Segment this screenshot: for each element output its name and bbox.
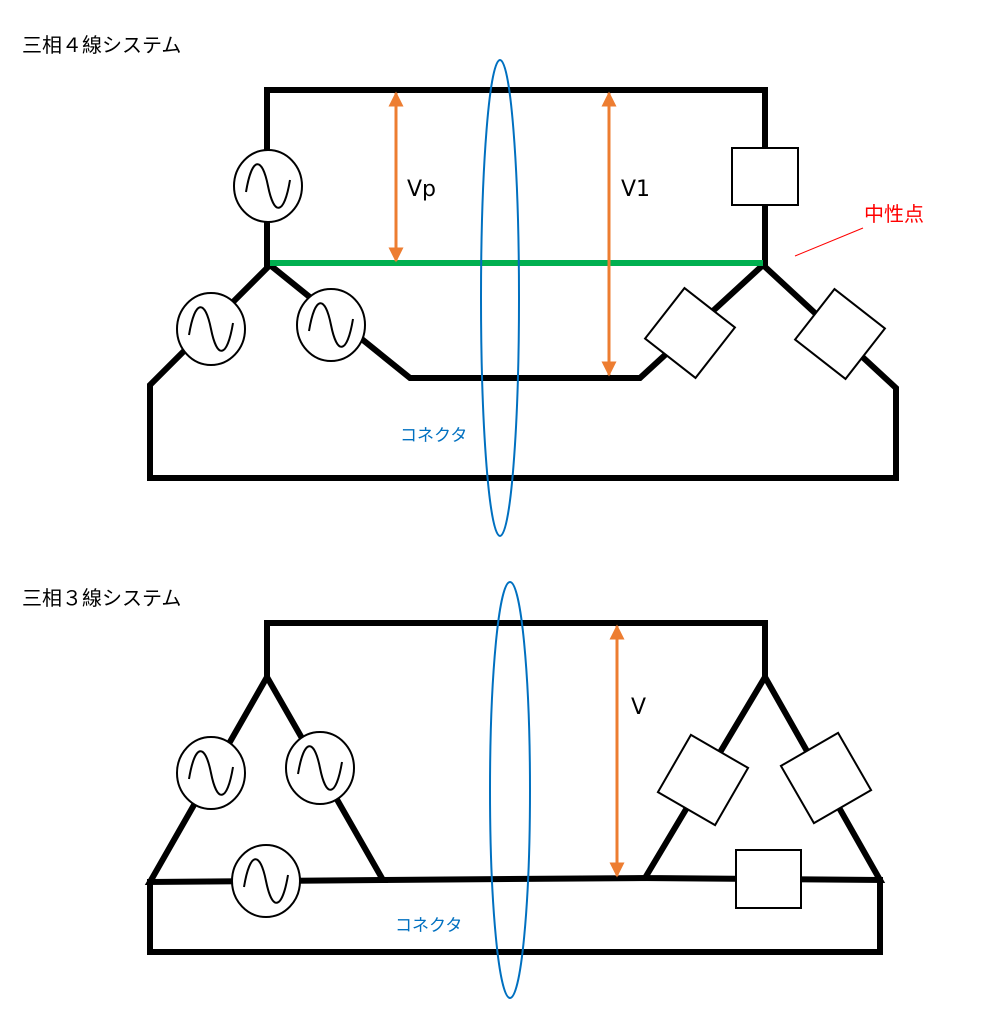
load-box [656, 733, 750, 827]
three-wire-circuit: V コネクタ [144, 581, 886, 999]
four-wire-title: 三相４線システム [22, 33, 181, 57]
neutral-point-label: 中性点 [864, 202, 924, 226]
top-line-wire [264, 620, 768, 680]
ac-source-icon [296, 288, 366, 362]
load-box [643, 286, 737, 380]
ac-source-icon [176, 736, 246, 810]
load-box [793, 287, 887, 381]
load-box [731, 147, 799, 206]
bottom-line-wire [379, 874, 649, 884]
v-label: V [631, 695, 646, 720]
connector-label: コネクタ [400, 426, 467, 446]
outer-line-wire [147, 877, 883, 955]
ac-source-icon [176, 292, 246, 366]
ac-source-icon [285, 731, 355, 805]
connector-label: コネクタ [395, 916, 462, 936]
four-wire-circuit: Vp V1 コネクタ 中性点 [147, 59, 924, 537]
vp-label: Vp [407, 177, 436, 202]
load-box [735, 849, 802, 909]
ac-source-icon [231, 844, 301, 918]
load-box [779, 731, 873, 825]
neutral-pointer-line [794, 227, 864, 257]
v1-label: V1 [621, 177, 650, 202]
three-wire-title: 三相３線システム [22, 586, 181, 610]
connector-ellipse [480, 59, 520, 537]
outer-line-wire [147, 260, 899, 481]
top-line-wire [264, 87, 768, 155]
connector-ellipse [489, 581, 531, 999]
ac-source-icon [233, 149, 303, 223]
